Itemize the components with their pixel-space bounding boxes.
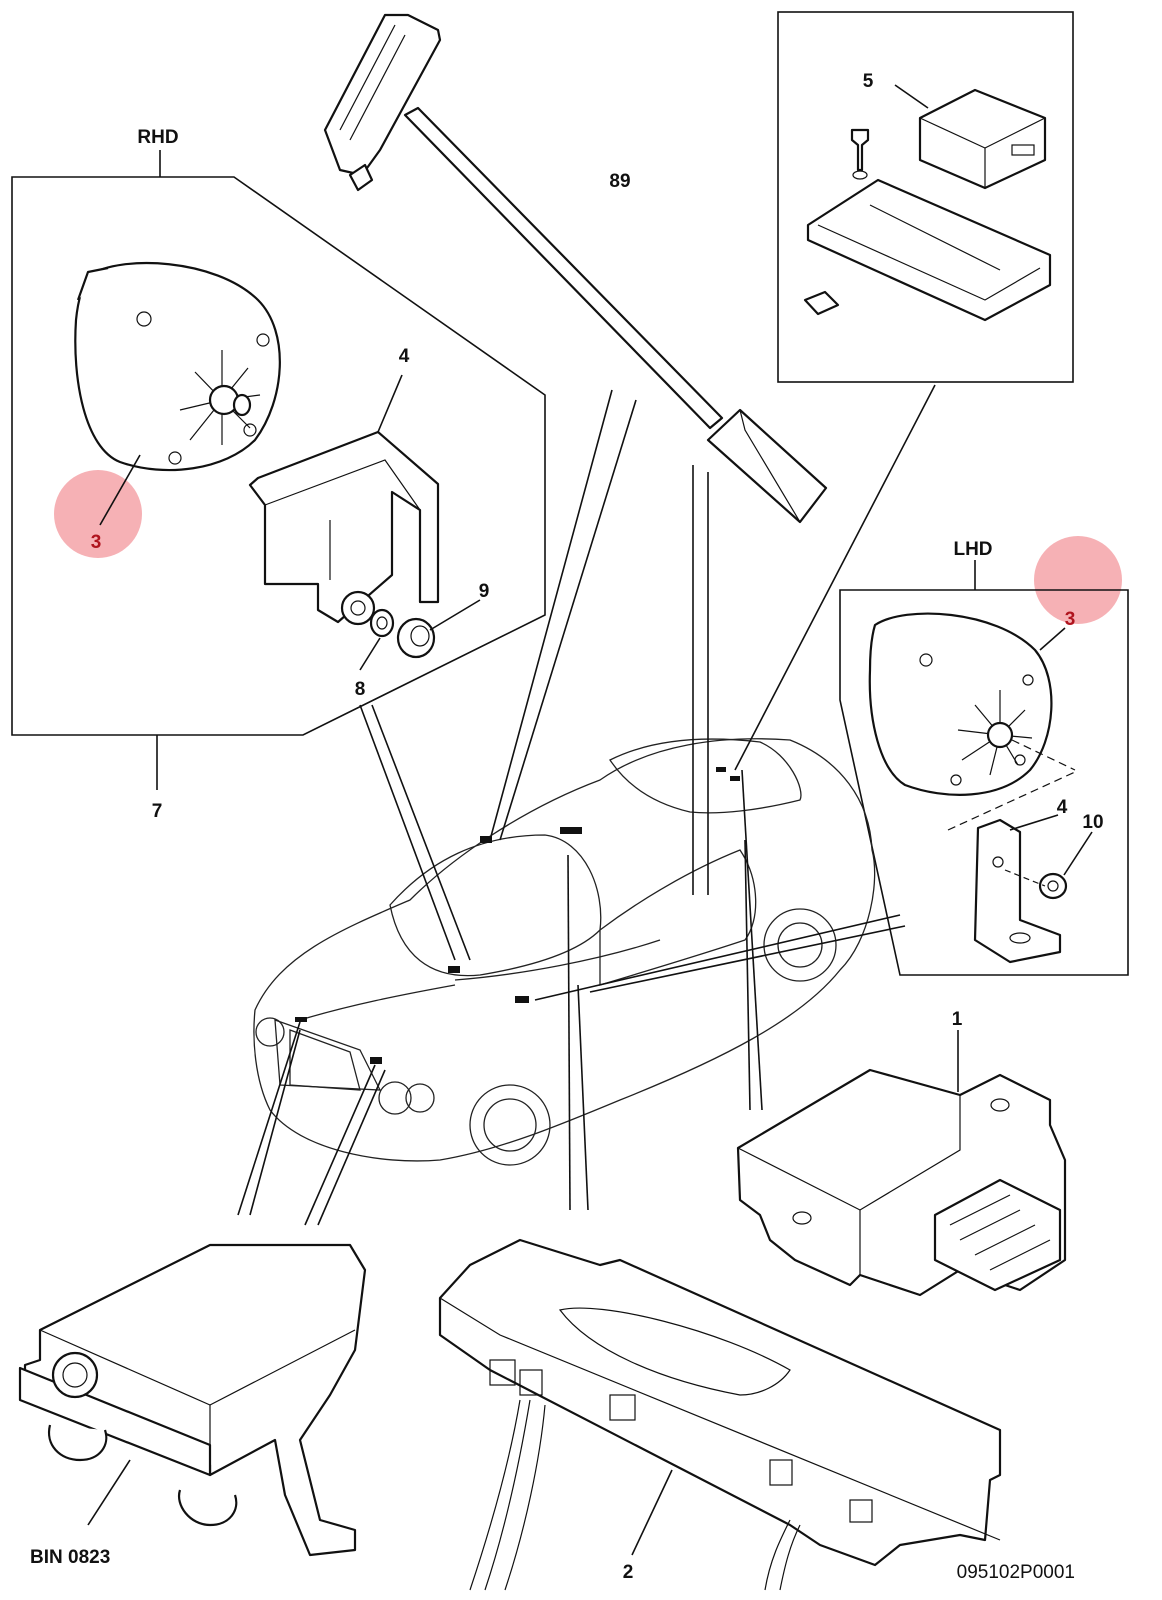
lhd-group [839, 560, 1129, 976]
module-2[interactable] [438, 1238, 1002, 1591]
rhd-leaders [99, 374, 481, 671]
module-5[interactable] [918, 88, 1047, 190]
nut-9[interactable] [396, 617, 436, 659]
sounder-rhd[interactable] [74, 262, 281, 472]
bracket-rhd[interactable] [248, 430, 440, 626]
callout-7: 7 [152, 801, 163, 822]
washer-8[interactable] [369, 608, 395, 638]
module-1[interactable] [736, 1030, 1067, 1297]
sounder-lhd[interactable] [868, 612, 1053, 796]
inset-part-5 [777, 11, 1074, 383]
callout-4-rhd: 4 [399, 346, 410, 367]
rhd-group [11, 150, 546, 790]
callout-10: 10 [1082, 812, 1103, 833]
callout-1: 1 [952, 1009, 963, 1030]
callout-2: 2 [623, 1562, 634, 1583]
callout-3-rhd[interactable]: 3 [91, 532, 102, 553]
tray[interactable] [806, 178, 1052, 322]
bracket-bin-0823[interactable] [18, 1243, 367, 1557]
callout-89: 89 [609, 171, 630, 192]
bracket-lhd[interactable] [973, 818, 1062, 964]
label-bin-0823: BIN 0823 [30, 1547, 110, 1568]
nut-10[interactable] [1004, 869, 1068, 900]
callout-3-lhd[interactable]: 3 [1065, 609, 1076, 630]
highlight-marker-rhd-3[interactable] [54, 470, 142, 558]
diagram-reference-number: 095102P0001 [957, 1562, 1075, 1583]
label-lhd: LHD [953, 539, 992, 560]
callout-8: 8 [355, 679, 366, 700]
callout-4-lhd: 4 [1057, 797, 1068, 818]
car-leaders [237, 384, 936, 1226]
callout-5: 5 [863, 71, 874, 92]
sensor-89[interactable] [323, 13, 828, 524]
label-rhd: RHD [137, 127, 178, 148]
highlight-marker-lhd-3[interactable] [1034, 536, 1122, 624]
callout-9: 9 [479, 581, 490, 602]
